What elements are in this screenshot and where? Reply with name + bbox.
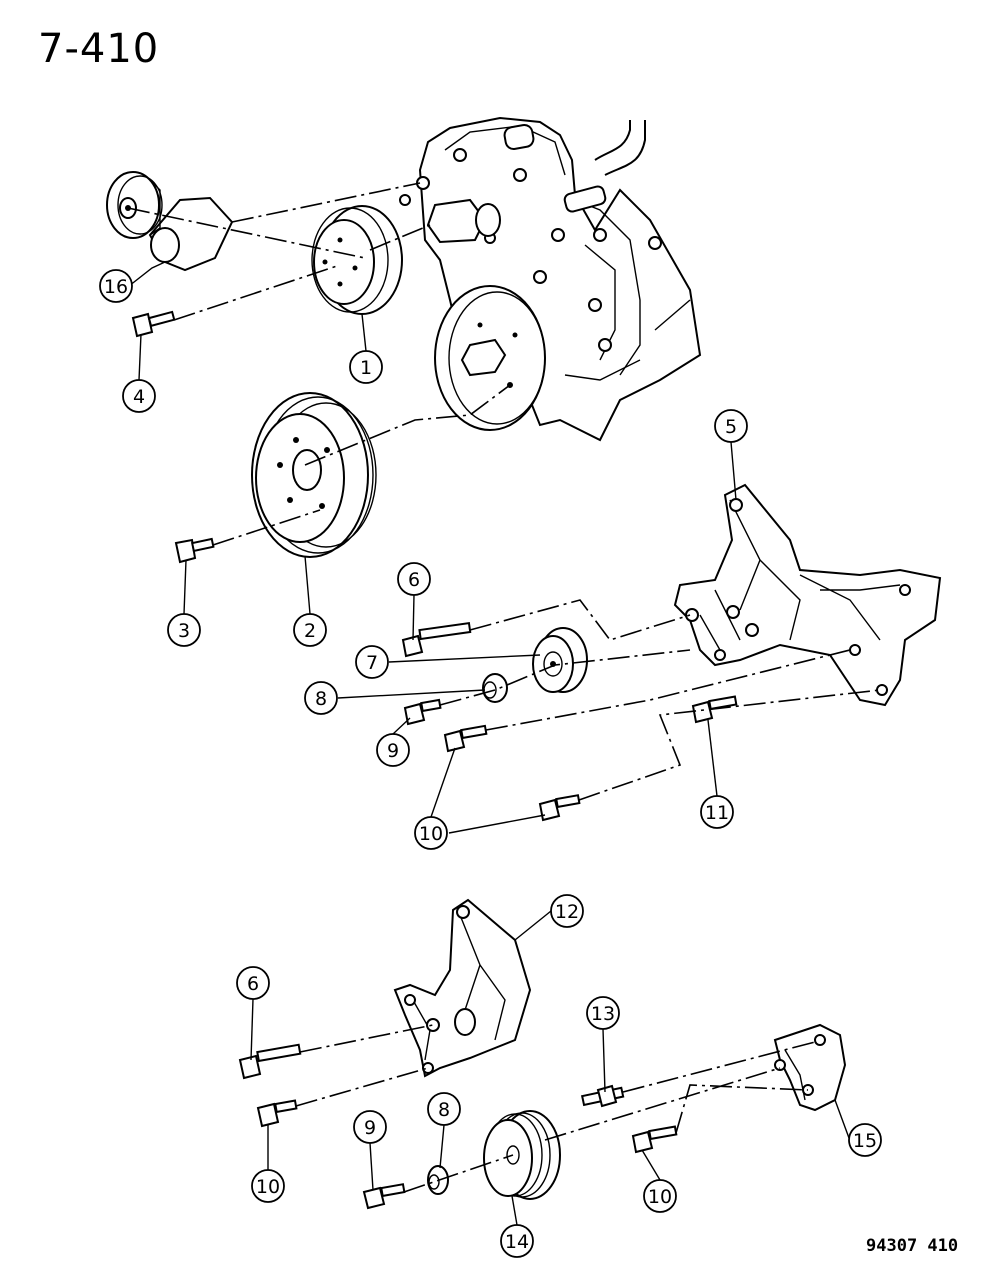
callout-circle bbox=[349, 350, 383, 384]
lower-bracket bbox=[393, 898, 532, 1078]
callout-number: 2 bbox=[304, 620, 316, 642]
callout-7: 7 bbox=[355, 645, 389, 679]
callout-circle bbox=[586, 996, 620, 1030]
callout-number: 8 bbox=[438, 1099, 450, 1121]
bracket-bolt bbox=[443, 724, 488, 753]
callout-circle bbox=[304, 681, 338, 715]
idler-bolt-lower bbox=[362, 1183, 406, 1210]
callout-circle bbox=[700, 795, 734, 829]
callout-circle bbox=[293, 613, 327, 647]
callout-number: 4 bbox=[133, 386, 145, 408]
pulley-bolt bbox=[131, 310, 176, 338]
idler-bracket bbox=[773, 1023, 847, 1112]
callout-number: 15 bbox=[853, 1130, 877, 1152]
callout-6: 6 bbox=[397, 562, 431, 596]
crank-pulley-bolt bbox=[174, 537, 215, 564]
callout-10: 10 bbox=[414, 816, 448, 850]
callout-number: 7 bbox=[366, 652, 378, 674]
callout-circle bbox=[643, 1179, 677, 1213]
idler-pulley bbox=[532, 627, 588, 693]
callout-14: 14 bbox=[500, 1224, 534, 1258]
callout-number: 14 bbox=[505, 1231, 529, 1253]
callout-8: 8 bbox=[304, 681, 338, 715]
callout-circle bbox=[167, 613, 201, 647]
callout-circle bbox=[397, 562, 431, 596]
callout-9: 9 bbox=[376, 733, 410, 767]
callout-number: 13 bbox=[591, 1003, 615, 1025]
crankshaft-pulley bbox=[251, 392, 377, 558]
callout-number: 6 bbox=[247, 973, 259, 995]
bracket-bolt-lower-left bbox=[256, 1099, 298, 1128]
callout-number: 10 bbox=[419, 823, 443, 845]
callout-10: 10 bbox=[643, 1179, 677, 1213]
callout-circle bbox=[414, 816, 448, 850]
water-pump-pulley bbox=[311, 205, 403, 315]
callout-circle bbox=[427, 1092, 461, 1126]
callout-number: 8 bbox=[315, 688, 327, 710]
long-bolt-lower bbox=[238, 1043, 302, 1080]
callout-circle bbox=[714, 409, 748, 443]
callout-4: 4 bbox=[122, 379, 156, 413]
callout-number: 10 bbox=[256, 1176, 280, 1198]
callout-6: 6 bbox=[236, 966, 270, 1000]
callout-11: 11 bbox=[700, 795, 734, 829]
callout-1: 1 bbox=[349, 350, 383, 384]
grooved-idler-pulley bbox=[483, 1110, 561, 1200]
callout-circle bbox=[99, 269, 133, 303]
stud-bolt bbox=[580, 1084, 625, 1108]
callout-number: 12 bbox=[555, 901, 579, 923]
engine-front-cover bbox=[399, 116, 702, 442]
bracket-bolt-right bbox=[691, 695, 738, 724]
callout-circle bbox=[236, 966, 270, 1000]
callout-circle bbox=[122, 379, 156, 413]
callout-circle bbox=[376, 733, 410, 767]
callout-number: 16 bbox=[104, 276, 128, 298]
callout-number: 1 bbox=[360, 357, 372, 379]
belt-tensioner bbox=[106, 171, 234, 272]
callout-number: 9 bbox=[364, 1117, 376, 1139]
callout-number: 9 bbox=[387, 740, 399, 762]
callout-16: 16 bbox=[99, 269, 133, 303]
callout-circle bbox=[848, 1123, 882, 1157]
figure-code: 94307 410 bbox=[866, 1236, 959, 1256]
bracket-bolt-right-lower bbox=[631, 1125, 678, 1154]
callout-5: 5 bbox=[714, 409, 748, 443]
idler-bolt bbox=[403, 698, 442, 726]
callout-number: 11 bbox=[705, 802, 729, 824]
callout-12: 12 bbox=[550, 894, 584, 928]
bracket-bolt-lower bbox=[538, 794, 581, 822]
page-title: 7-410 bbox=[38, 26, 160, 72]
callout-3: 3 bbox=[167, 613, 201, 647]
callout-13: 13 bbox=[586, 996, 620, 1030]
assembly-lines bbox=[127, 182, 881, 1193]
callout-8: 8 bbox=[427, 1092, 461, 1126]
callout-circle bbox=[550, 894, 584, 928]
callout-number: 3 bbox=[178, 620, 190, 642]
callout-circle bbox=[353, 1110, 387, 1144]
accessory-bracket bbox=[673, 483, 942, 707]
callout-15: 15 bbox=[848, 1123, 882, 1157]
leader-lines bbox=[128, 261, 850, 1226]
callout-number: 6 bbox=[408, 569, 420, 591]
callout-9: 9 bbox=[353, 1110, 387, 1144]
callout-10: 10 bbox=[251, 1169, 285, 1203]
callout-number: 10 bbox=[648, 1186, 672, 1208]
callout-circle bbox=[500, 1224, 534, 1258]
callout-number: 5 bbox=[725, 416, 737, 438]
callout-circle bbox=[355, 645, 389, 679]
callout-2: 2 bbox=[293, 613, 327, 647]
pulley-spacer bbox=[482, 673, 508, 703]
callout-circle bbox=[251, 1169, 285, 1203]
